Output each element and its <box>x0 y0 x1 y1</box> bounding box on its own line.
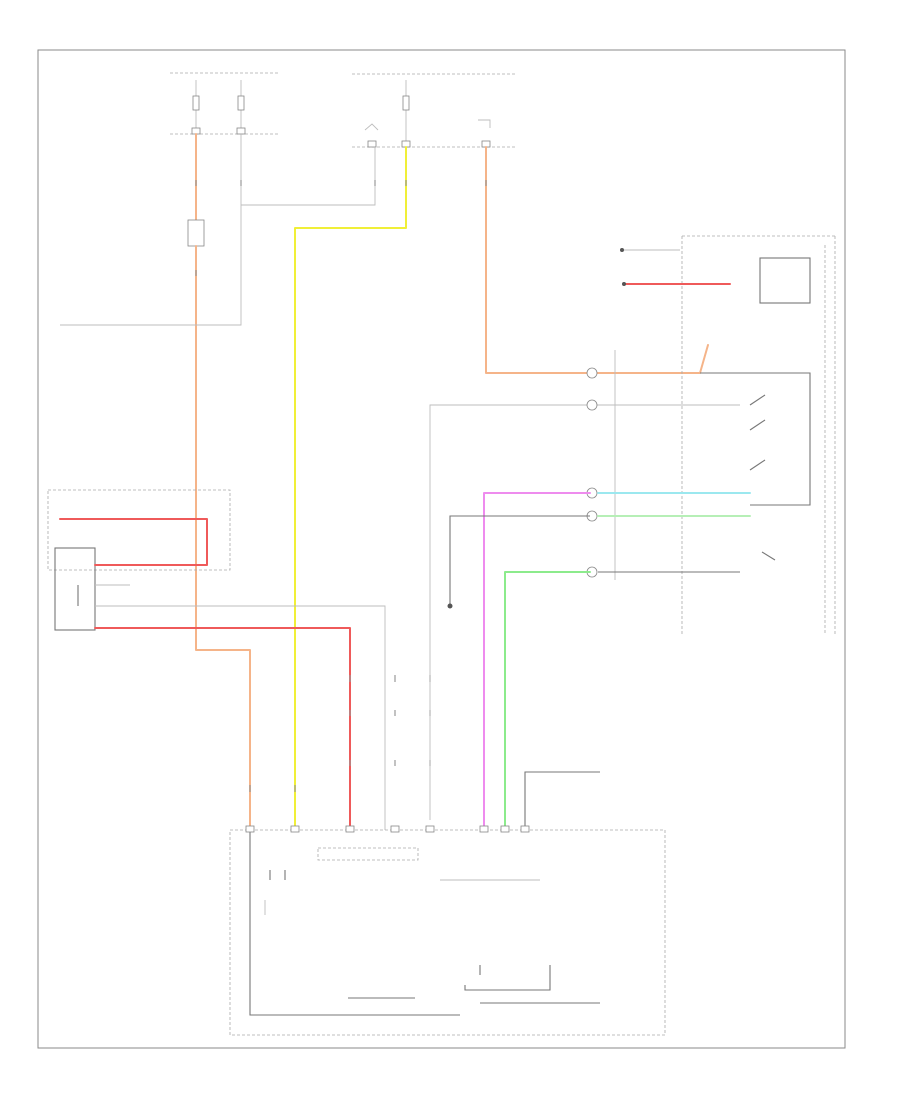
steering-section <box>429 235 836 831</box>
wire-gnd-right <box>524 771 600 830</box>
connector-left-b <box>236 127 246 135</box>
wire-gray-left <box>60 134 376 326</box>
left-switch-block <box>47 489 386 831</box>
inline-connector-orange <box>187 219 205 247</box>
wire-orange-main <box>187 133 251 831</box>
control-module <box>229 825 666 1036</box>
fuse-box-left <box>170 72 280 135</box>
wire-orange-steering <box>485 146 709 374</box>
fuse-box-right <box>352 73 515 148</box>
diagram-border <box>37 49 846 1049</box>
wire-yellow <box>294 146 407 831</box>
